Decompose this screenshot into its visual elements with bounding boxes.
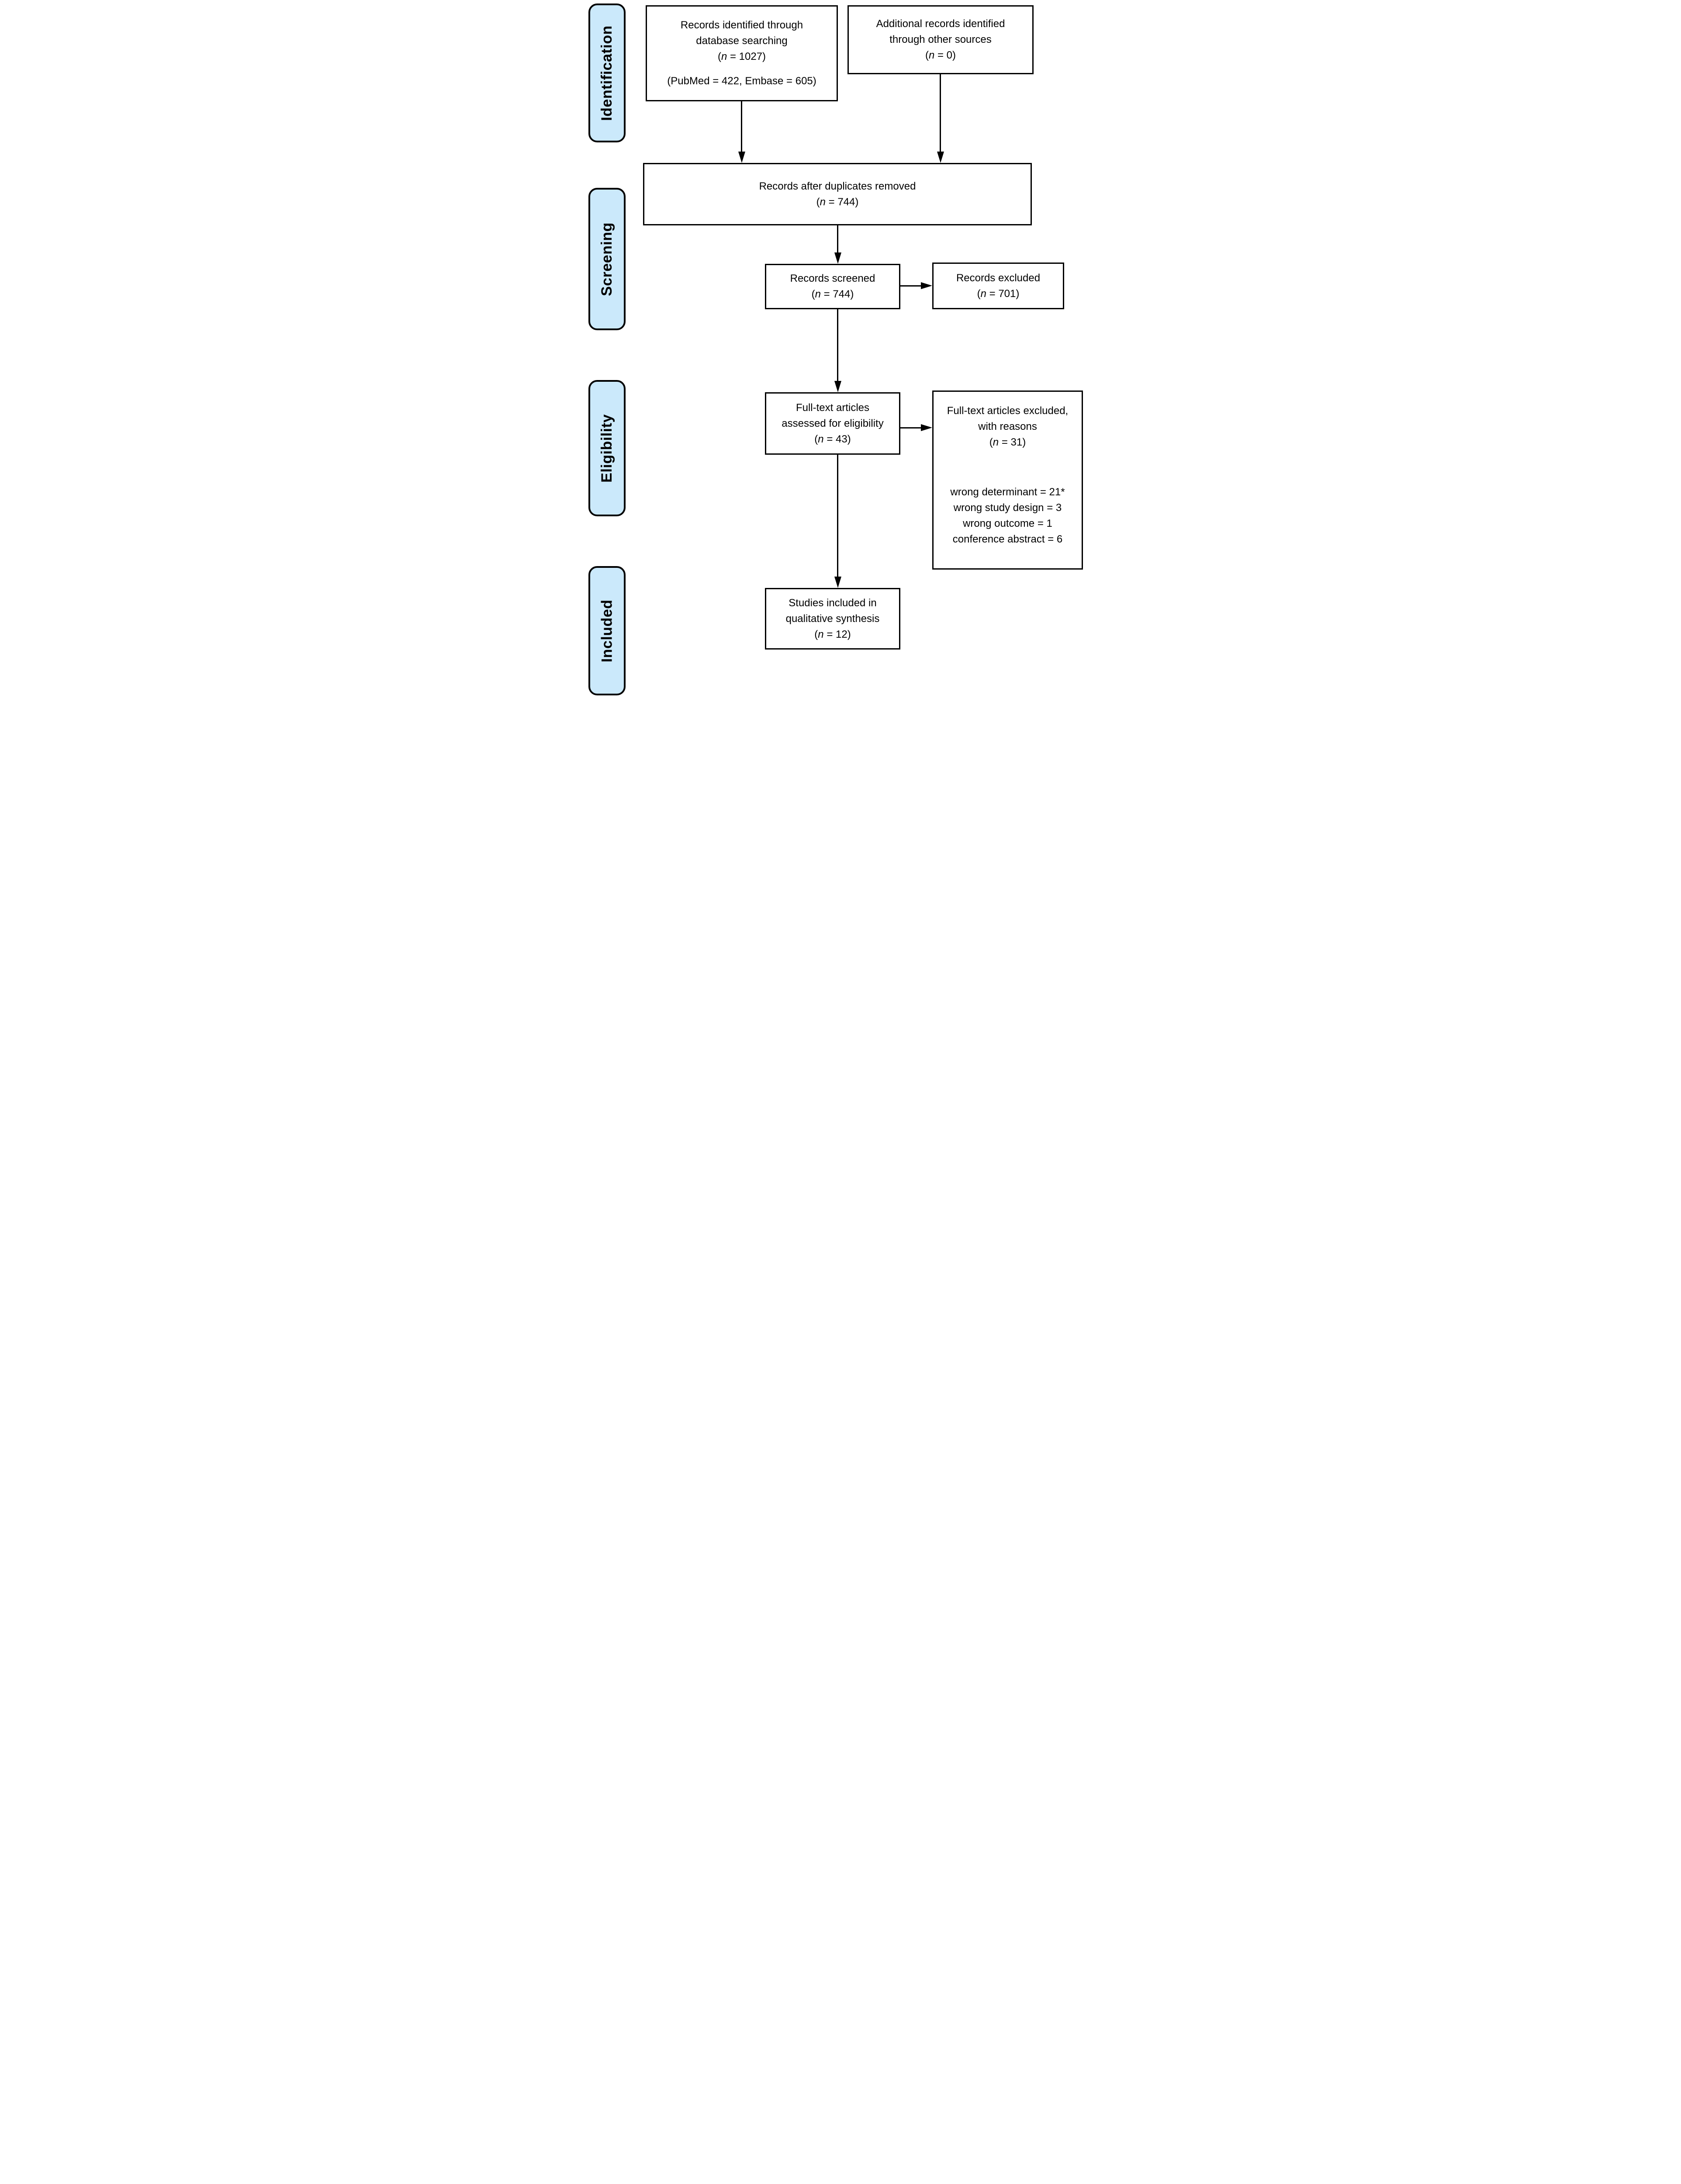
arrow-screened-to-excluded-arrowhead: [921, 282, 932, 289]
prisma-flow-diagram: Identification Screening Eligibility Inc…: [578, 0, 1103, 697]
arrow-additional-to-dedup-arrowhead: [937, 152, 944, 163]
text-line: Full-text articles excluded,: [947, 405, 1069, 417]
text-line: wrong determinant = 21*: [950, 486, 1065, 498]
arrow-identified-to-dedup-line: [741, 101, 742, 152]
text-line: qualitative synthesis: [785, 612, 880, 625]
stage-eligibility: Eligibility: [588, 380, 626, 516]
stage-included: Included: [588, 566, 626, 695]
text-line: (n = 0): [925, 49, 956, 61]
arrow-dedup-to-screened-line: [837, 225, 838, 252]
text-line: assessed for eligibility: [782, 417, 884, 429]
text-line: (n = 31): [989, 436, 1026, 448]
box-records-identified: Records identified through database sear…: [646, 5, 838, 101]
arrow-dedup-to-screened-arrowhead: [834, 252, 841, 264]
text-line: (PubMed = 422, Embase = 605): [667, 75, 816, 87]
box-records-after-duplicates: Records after duplicates removed (n = 74…: [643, 163, 1032, 225]
text-line: conference abstract = 6: [952, 533, 1063, 545]
text-line: (n = 744): [811, 288, 854, 300]
stage-identification-label: Identification: [598, 25, 615, 121]
text-line: database searching: [696, 35, 788, 47]
box-records-screened: Records screened (n = 744): [765, 264, 900, 309]
box-additional-records: Additional records identified through ot…: [847, 5, 1034, 74]
text-line: Records excluded: [956, 272, 1041, 284]
text-line: wrong outcome = 1: [963, 518, 1052, 529]
exclusion-reasons-list: wrong determinant = 21* wrong study desi…: [950, 484, 1065, 547]
text-line: (n = 744): [816, 196, 859, 208]
text-line: Additional records identified: [876, 18, 1005, 30]
stage-screening: Screening: [588, 188, 626, 330]
text-line: Full-text articles: [796, 401, 870, 414]
text-line: wrong study design = 3: [953, 502, 1062, 514]
text-line: Records screened: [790, 273, 875, 284]
text-line: Records after duplicates removed: [759, 180, 916, 192]
stage-included-label: Included: [598, 599, 616, 662]
box-studies-included: Studies included in qualitative synthesi…: [765, 588, 900, 650]
text-line: (n = 1027): [717, 51, 766, 62]
box-fulltext-assessed: Full-text articles assessed for eligibil…: [765, 392, 900, 455]
arrow-fulltext-to-included-line: [837, 455, 838, 577]
box-fulltext-excluded: Full-text articles excluded, with reason…: [932, 390, 1083, 570]
text-line: Records identified through: [680, 19, 803, 31]
text-line: through other sources: [889, 34, 992, 45]
stage-identification: Identification: [588, 3, 626, 142]
box-records-excluded: Records excluded (n = 701): [932, 263, 1064, 309]
arrow-fulltext-to-excluded-line: [900, 427, 921, 429]
stage-eligibility-label: Eligibility: [598, 414, 615, 483]
arrow-screened-to-fulltext-line: [837, 309, 838, 381]
text-line: (n = 43): [814, 433, 851, 445]
text-line: with reasons: [978, 421, 1037, 432]
text-line: (n = 12): [814, 628, 851, 640]
arrow-screened-to-fulltext-arrowhead: [834, 381, 841, 392]
text-line: Studies included in: [789, 597, 877, 609]
arrow-identified-to-dedup-arrowhead: [738, 152, 745, 163]
text-line: (n = 701): [977, 287, 1020, 300]
arrow-additional-to-dedup-line: [940, 74, 941, 152]
arrow-screened-to-excluded-line: [900, 285, 921, 287]
stage-screening-label: Screening: [598, 222, 616, 296]
arrow-fulltext-to-excluded-arrowhead: [921, 424, 932, 431]
arrow-fulltext-to-included-arrowhead: [834, 577, 841, 588]
